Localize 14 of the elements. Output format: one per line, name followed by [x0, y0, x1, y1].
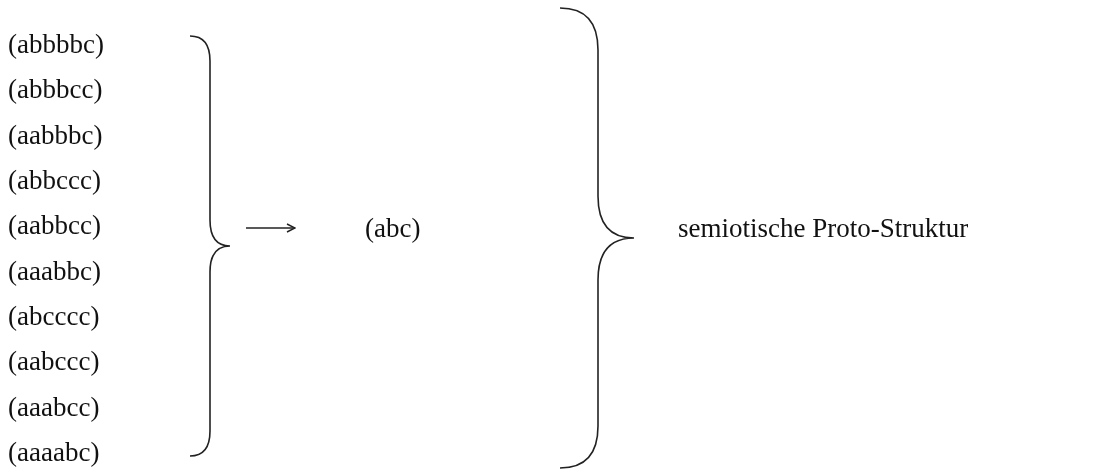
sequence-text: (abbbcc)	[8, 73, 103, 106]
sequence-text: (abbccc)	[8, 164, 101, 196]
sequence-text: (aabbcc)	[8, 209, 101, 242]
sequence-text: (aabccc)	[8, 345, 100, 378]
sequence-text: (aabbbc)	[8, 118, 103, 151]
sequence-text: (aaabbc)	[8, 254, 101, 287]
sequence-text: (abcccc)	[8, 300, 100, 332]
formula-text: (abc)	[365, 212, 421, 244]
sequence-text: (aaabcc)	[8, 390, 100, 423]
term-text: semiotische Proto-Struktur	[678, 212, 969, 244]
arrow	[245, 223, 296, 233]
sequence-text: (aaaabc)	[8, 436, 100, 468]
sequence-text: (abbbbc)	[8, 28, 104, 60]
curly-brace	[188, 35, 232, 457]
